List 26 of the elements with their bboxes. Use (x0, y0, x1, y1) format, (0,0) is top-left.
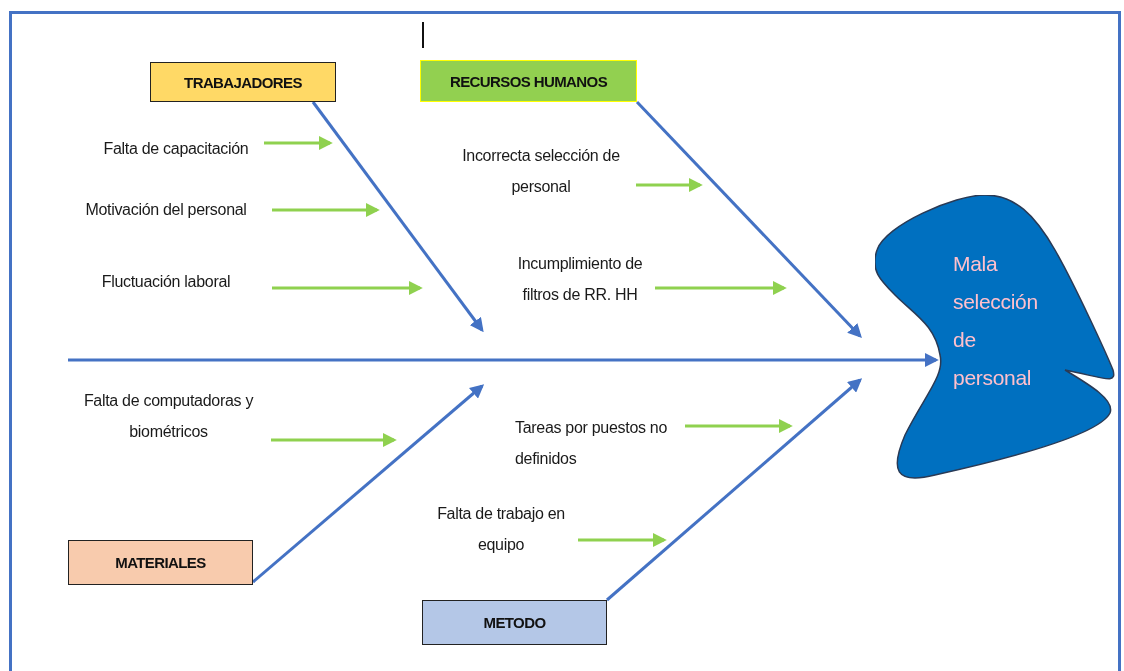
effect-text: Mala selección de personal (953, 251, 1039, 391)
cause-text: Falta de computadoras y biométricos (66, 385, 271, 447)
arrow (272, 281, 423, 295)
arrow (636, 178, 703, 192)
category-box: TRABAJADORES (150, 62, 336, 102)
arrow (685, 419, 793, 433)
arrow (264, 136, 333, 150)
cause-text: Falta de capacitación (88, 133, 264, 164)
arrow (252, 384, 485, 584)
cause-text: Tareas por puestos no definidos (515, 412, 685, 474)
cause-text: Fluctuación laboral (60, 266, 272, 297)
cause-text: Falta de trabajo en equipo (424, 498, 578, 560)
arrow (655, 281, 787, 295)
arrow (311, 101, 484, 333)
cause-text: Incumplimiento de filtros de RR. HH (505, 248, 655, 310)
arrow (635, 100, 862, 339)
arrow (578, 533, 667, 547)
arrow (272, 203, 380, 217)
category-box: RECURSOS HUMANOS (420, 60, 637, 102)
arrow (68, 353, 939, 367)
cause-text: Motivación del personal (60, 194, 272, 225)
category-box: METODO (422, 600, 607, 645)
cause-text: Incorrecta selección de personal (446, 140, 636, 202)
arrow (271, 433, 397, 447)
category-box: MATERIALES (68, 540, 253, 585)
arrow (606, 378, 863, 602)
